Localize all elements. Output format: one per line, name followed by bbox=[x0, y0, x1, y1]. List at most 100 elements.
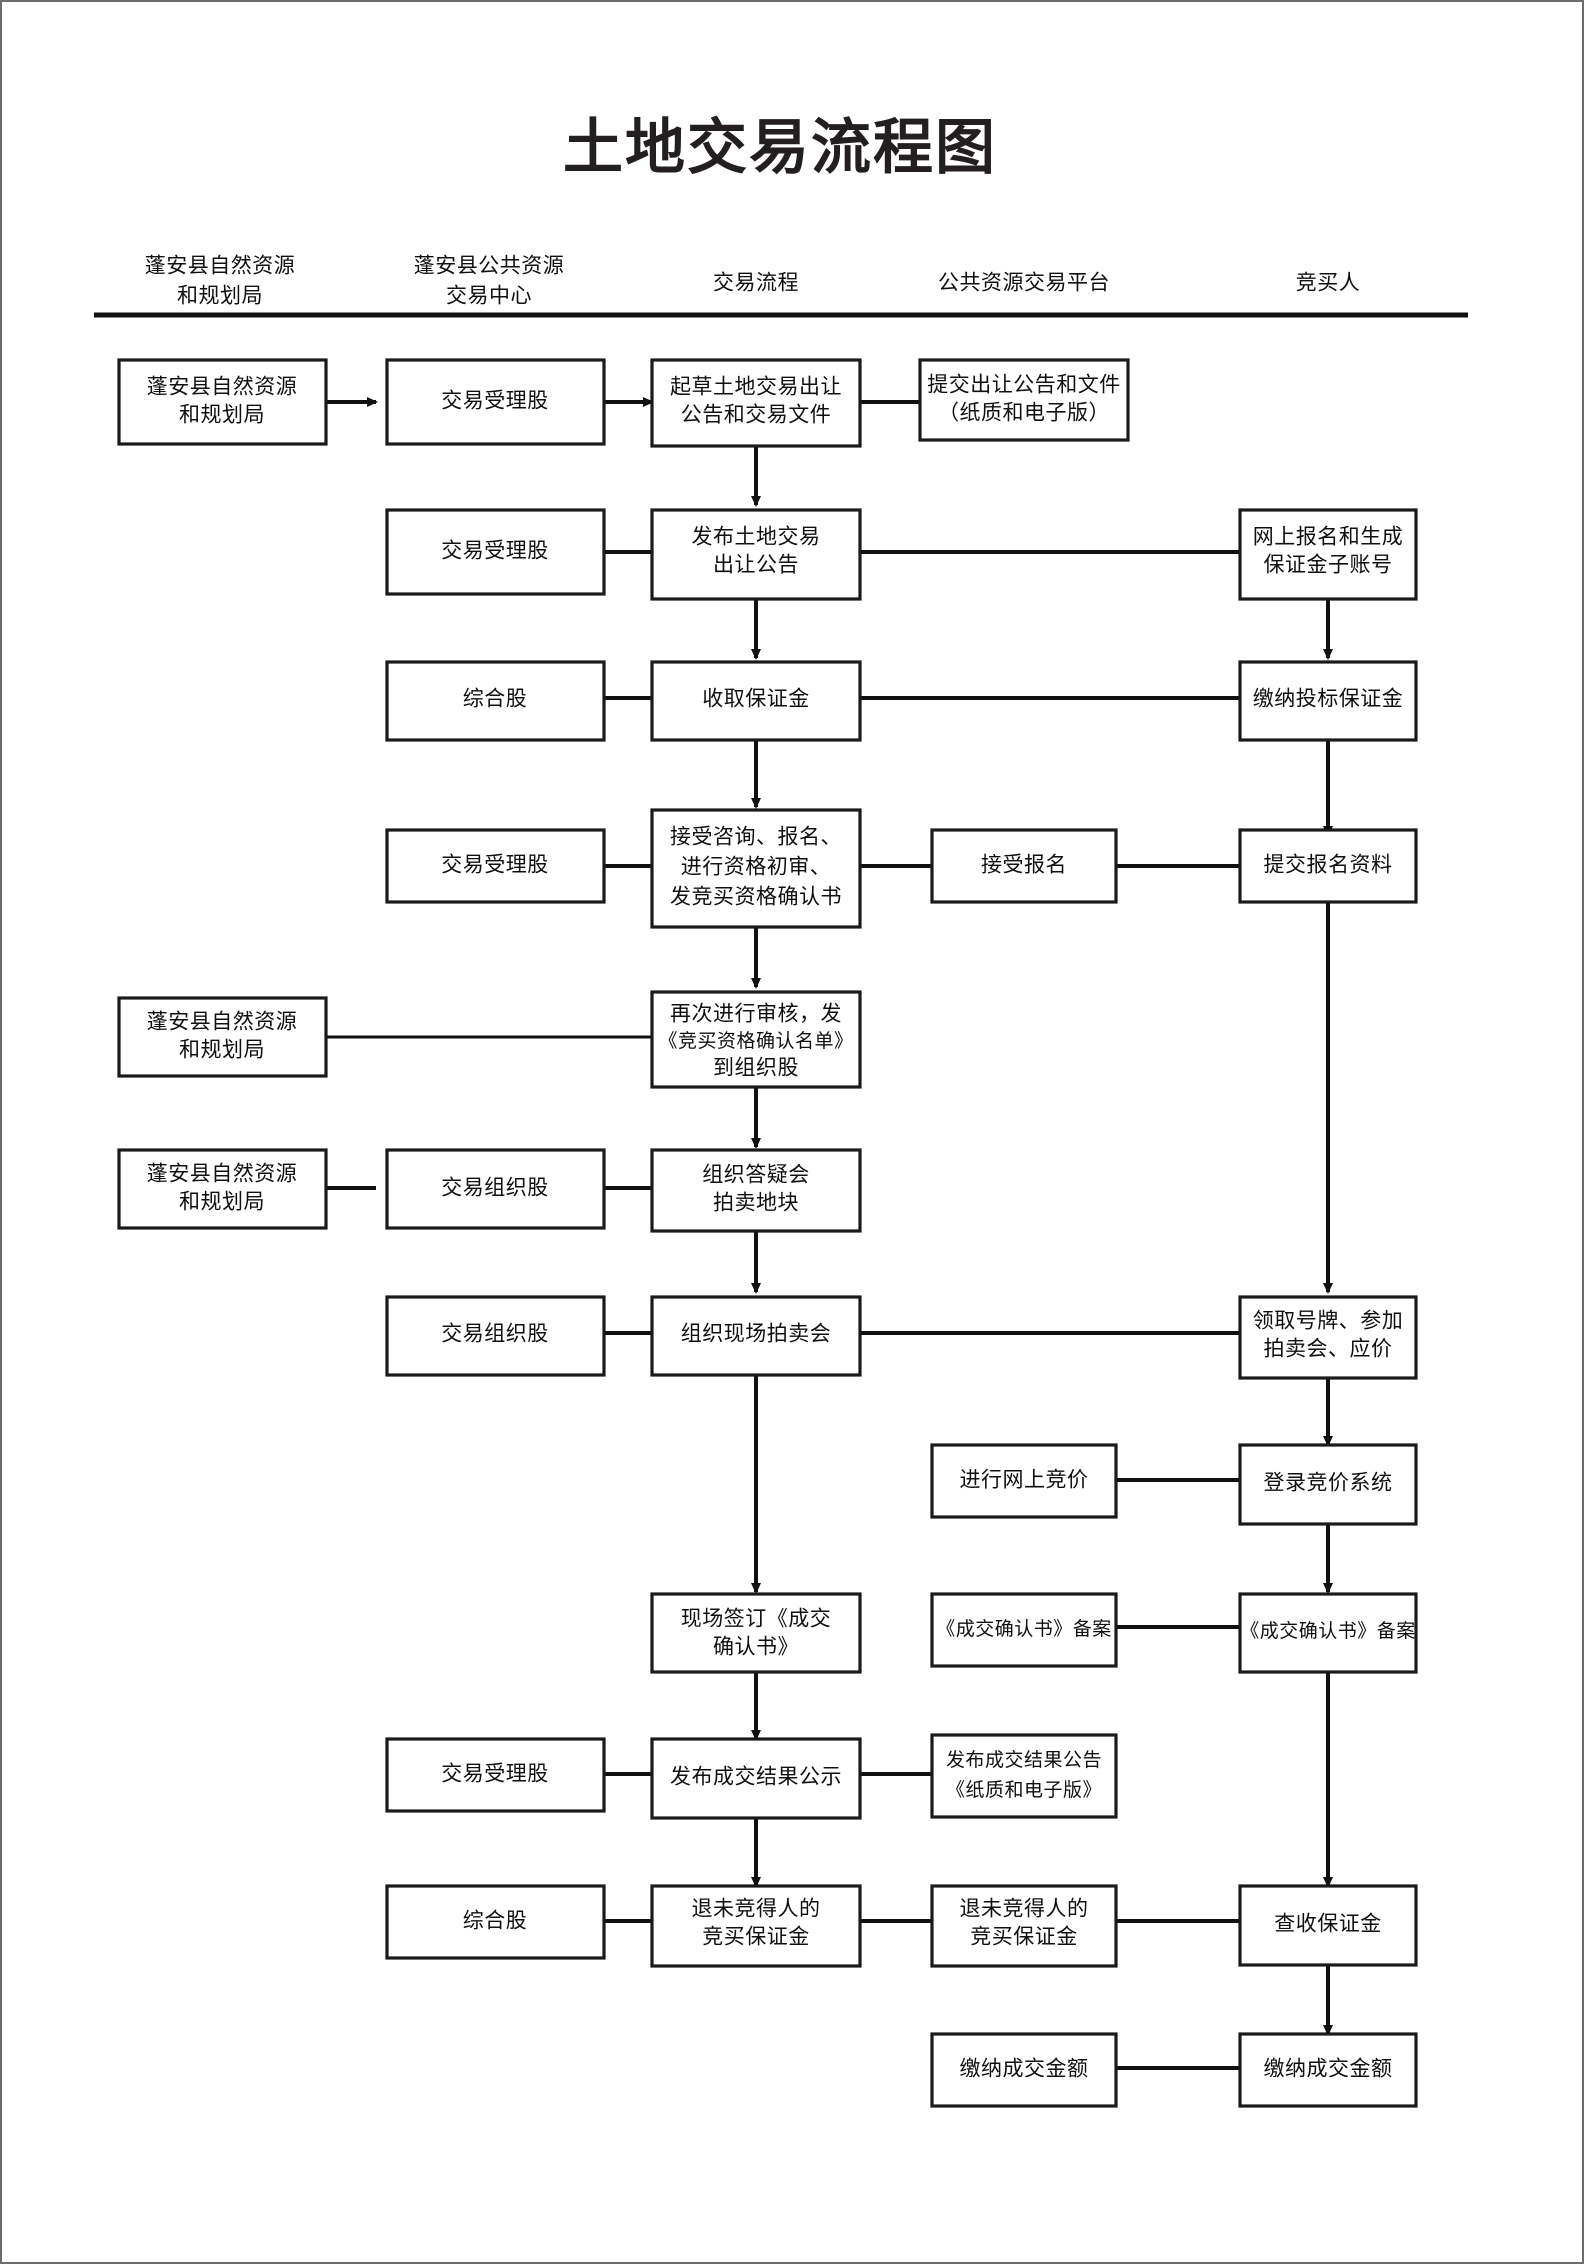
node-land-bureau-3[interactable]: 蓬安县自然资源 和规划局 bbox=[117, 1148, 328, 1230]
node-text-line: 组织答疑会 bbox=[702, 1164, 810, 1187]
node-text-line: 收取保证金 bbox=[702, 688, 810, 711]
column-header-land-bureau-line2: 和规划局 bbox=[177, 285, 263, 308]
node-text-line: 缴纳成交金额 bbox=[1264, 2058, 1393, 2081]
node-trade-acceptance-2[interactable]: 交易受理股 bbox=[385, 508, 606, 596]
node-confirmation-filing-bidder[interactable]: 《成交确认书》备案 bbox=[1238, 1592, 1418, 1674]
node-text-line: 保证金子账号 bbox=[1264, 554, 1393, 577]
node-text-line: 出让公告 bbox=[713, 554, 799, 577]
node-login-bidding-system[interactable]: 登录竞价系统 bbox=[1238, 1443, 1418, 1526]
node-confirmation-filing-platform[interactable]: 《成交确认书》备案 bbox=[930, 1592, 1118, 1668]
node-publish-result-notice[interactable]: 发布成交结果公示 bbox=[650, 1737, 862, 1820]
node-text-line: 交易受理股 bbox=[441, 854, 549, 877]
node-text-line: 发布土地交易 bbox=[692, 526, 821, 549]
node-text-line: 确认书》 bbox=[713, 1636, 799, 1659]
node-text-line: 网上报名和生成 bbox=[1253, 526, 1404, 549]
node-text-line: 综合股 bbox=[463, 688, 528, 711]
node-pay-transaction-amount-platform[interactable]: 缴纳成交金额 bbox=[930, 2032, 1118, 2108]
column-headers: 蓬安县自然资源 和规划局 蓬安县公共资源 交易中心 交易流程 公共资源交易平台 … bbox=[145, 255, 1361, 308]
node-text-line: 《纸质和电子版》 bbox=[946, 1779, 1102, 1801]
node-publish-result-announcement[interactable]: 发布成交结果公告 《纸质和电子版》 bbox=[930, 1733, 1118, 1819]
node-draft-transfer-announcement[interactable]: 起草土地交易出让 公告和交易文件 bbox=[650, 358, 862, 448]
node-text-line: 到组织股 bbox=[713, 1057, 799, 1080]
node-collect-deposit[interactable]: 收取保证金 bbox=[650, 660, 862, 742]
node-text-line: 和规划局 bbox=[179, 404, 265, 427]
column-header-land-bureau-line1: 蓬安县自然资源 bbox=[145, 255, 296, 278]
node-text-line: 蓬安县自然资源 bbox=[147, 1163, 298, 1186]
node-text-line: 蓬安县自然资源 bbox=[147, 376, 298, 399]
node-text-line: 接受咨询、报名、 bbox=[670, 826, 842, 849]
node-text-line: 领取号牌、参加 bbox=[1253, 1310, 1404, 1333]
node-general-affairs-1[interactable]: 综合股 bbox=[385, 660, 606, 742]
node-publish-land-announcement[interactable]: 发布土地交易 出让公告 bbox=[650, 508, 862, 601]
node-text-line: 发竞买资格确认书 bbox=[670, 886, 842, 909]
node-text-line: 缴纳投标保证金 bbox=[1253, 688, 1404, 711]
node-text-line: 公告和交易文件 bbox=[681, 404, 832, 427]
node-text-line: 交易受理股 bbox=[441, 540, 549, 563]
node-text-line: 《竞买资格确认名单》 bbox=[658, 1030, 853, 1052]
node-text-line: 发布成交结果公示 bbox=[670, 1766, 842, 1789]
column-header-platform: 公共资源交易平台 bbox=[938, 272, 1110, 295]
node-text-line: 《成交确认书》备案 bbox=[1240, 1620, 1416, 1642]
node-text-line: 竞买保证金 bbox=[702, 1926, 810, 1949]
node-text-line: 交易组织股 bbox=[441, 1323, 549, 1346]
node-text-line: 退未竞得人的 bbox=[692, 1898, 821, 1921]
node-online-registration-subaccount[interactable]: 网上报名和生成 保证金子账号 bbox=[1238, 508, 1418, 601]
node-submit-registration-docs[interactable]: 提交报名资料 bbox=[1238, 828, 1418, 904]
node-sign-confirmation-onsite[interactable]: 现场签订《成交 确认书》 bbox=[650, 1592, 862, 1674]
node-text-line: 交易组织股 bbox=[441, 1177, 549, 1200]
node-text-line: 蓬安县自然资源 bbox=[147, 1011, 298, 1034]
node-review-qualified-list[interactable]: 再次进行审核，发 《竞买资格确认名单》 到组织股 bbox=[650, 990, 862, 1089]
node-refund-deposit-platform[interactable]: 退未竞得人的 竞买保证金 bbox=[930, 1884, 1118, 1968]
column-header-trade-center-line1: 蓬安县公共资源 bbox=[414, 255, 565, 278]
node-text-line: 缴纳成交金额 bbox=[960, 2058, 1089, 2081]
node-submit-announcement-docs[interactable]: 提交出让公告和文件 （纸质和电子版） bbox=[918, 358, 1130, 442]
node-trade-acceptance-3[interactable]: 交易受理股 bbox=[385, 828, 606, 904]
column-header-trade-process: 交易流程 bbox=[713, 272, 799, 295]
node-pay-transaction-amount-bidder[interactable]: 缴纳成交金额 bbox=[1238, 2032, 1418, 2108]
node-trade-organization-2[interactable]: 交易组织股 bbox=[385, 1295, 606, 1377]
node-text-line: 提交报名资料 bbox=[1264, 854, 1393, 877]
node-consult-register-qualify[interactable]: 接受咨询、报名、 进行资格初审、 发竞买资格确认书 bbox=[650, 808, 862, 929]
node-text-line: 再次进行审核，发 bbox=[670, 1003, 842, 1026]
node-get-paddle-join-auction[interactable]: 领取号牌、参加 拍卖会、应价 bbox=[1238, 1295, 1418, 1380]
node-text-line: 退未竞得人的 bbox=[960, 1898, 1089, 1921]
node-organize-onsite-auction[interactable]: 组织现场拍卖会 bbox=[650, 1295, 862, 1377]
node-text-line: 提交出让公告和文件 bbox=[927, 374, 1121, 397]
node-text-line: 和规划局 bbox=[179, 1191, 265, 1214]
node-text-line: 进行资格初审、 bbox=[681, 856, 832, 879]
node-text-line: 起草土地交易出让 bbox=[670, 376, 842, 399]
node-trade-acceptance-4[interactable]: 交易受理股 bbox=[385, 1737, 606, 1813]
node-text-line: （纸质和电子版） bbox=[938, 402, 1110, 425]
node-online-bidding[interactable]: 进行网上竞价 bbox=[930, 1443, 1118, 1519]
node-check-deposit[interactable]: 查收保证金 bbox=[1238, 1884, 1418, 1967]
node-text-line: 组织现场拍卖会 bbox=[681, 1323, 832, 1346]
page-title: 土地交易流程图 bbox=[563, 114, 997, 181]
node-land-bureau-2[interactable]: 蓬安县自然资源 和规划局 bbox=[117, 996, 328, 1078]
node-text-line: 竞买保证金 bbox=[970, 1926, 1078, 1949]
node-text-line: 拍卖会、应价 bbox=[1264, 1338, 1393, 1361]
node-text-line: 交易受理股 bbox=[441, 390, 549, 413]
column-header-bidder: 竞买人 bbox=[1296, 272, 1361, 295]
node-trade-acceptance-1[interactable]: 交易受理股 bbox=[385, 358, 606, 446]
node-accept-registration[interactable]: 接受报名 bbox=[930, 828, 1118, 904]
node-trade-organization-1[interactable]: 交易组织股 bbox=[385, 1148, 606, 1230]
node-text-line: 交易受理股 bbox=[441, 1763, 549, 1786]
connectors bbox=[326, 397, 1333, 2070]
node-text-line: 发布成交结果公告 bbox=[946, 1749, 1102, 1771]
node-text-line: 查收保证金 bbox=[1274, 1913, 1382, 1936]
node-land-bureau-1[interactable]: 蓬安县自然资源 和规划局 bbox=[117, 358, 328, 446]
node-text-line: 拍卖地块 bbox=[713, 1192, 799, 1215]
node-refund-deposit-center[interactable]: 退未竞得人的 竞买保证金 bbox=[650, 1884, 862, 1968]
node-text-line: 接受报名 bbox=[981, 854, 1067, 877]
node-text-line: 现场签订《成交 bbox=[681, 1608, 832, 1631]
node-text-line: 综合股 bbox=[463, 1910, 528, 1933]
node-pay-bid-deposit[interactable]: 缴纳投标保证金 bbox=[1238, 660, 1418, 742]
node-general-affairs-2[interactable]: 综合股 bbox=[385, 1884, 606, 1960]
node-text-line: 进行网上竞价 bbox=[960, 1469, 1089, 1492]
node-text-line: 和规划局 bbox=[179, 1039, 265, 1062]
column-header-trade-center-line2: 交易中心 bbox=[446, 285, 532, 308]
node-qa-meeting-auction-parcel[interactable]: 组织答疑会 拍卖地块 bbox=[650, 1148, 862, 1233]
node-text-line: 《成交确认书》备案 bbox=[936, 1618, 1112, 1640]
